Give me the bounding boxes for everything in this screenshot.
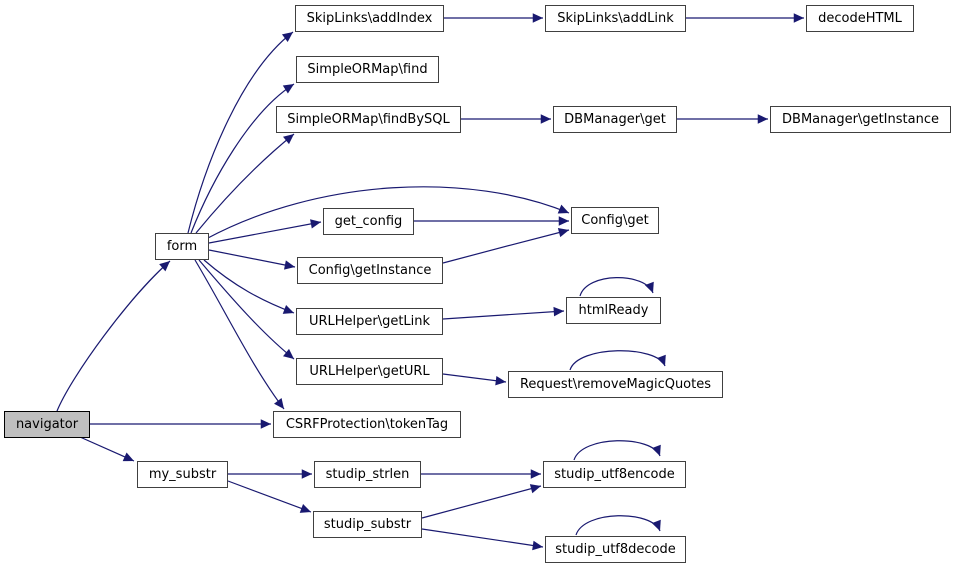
edge-my_substr-to-studip_substr [227, 480, 312, 513]
edge-studip_substr-to-studip_utf8decode [421, 528, 544, 551]
node-studip-strlen[interactable]: studip_strlen [314, 461, 421, 488]
node-label: DBManager\getInstance [782, 112, 939, 127]
node-label: Config\getInstance [308, 263, 432, 278]
node-studip-substr[interactable]: studip_substr [313, 511, 422, 538]
node-label: CSRFProtection\tokenTag [285, 417, 449, 432]
edge-form-to-csrfprotection_tokentag [194, 259, 285, 410]
node-htmlready[interactable]: htmlReady [566, 297, 661, 324]
edge-request_removemagicquotes-to-request_removemagicquotes [569, 350, 666, 371]
node-simpleormap-find[interactable]: SimpleORMap\find [296, 56, 439, 83]
node-label: get_config [334, 214, 403, 229]
node-label: decodeHTML [818, 11, 902, 26]
node-navigator[interactable]: navigator [4, 411, 90, 438]
node-label: navigator [15, 417, 79, 432]
node-label: DBManager\get [564, 112, 666, 127]
node-get-config[interactable]: get_config [323, 208, 414, 235]
node-label: URLHelper\getLink [308, 314, 431, 329]
node-studip-utf8decode[interactable]: studip_utf8decode [545, 536, 686, 563]
edge-studip_utf8decode-to-studip_utf8decode [575, 515, 661, 536]
edge-form-to-urlhelper_getlink [203, 259, 295, 314]
node-label: SkipLinks\addIndex [306, 11, 433, 26]
node-label: SimpleORMap\find [307, 62, 428, 77]
edge-navigator-to-form [56, 260, 171, 412]
node-config-getinstance[interactable]: Config\getInstance [297, 257, 443, 284]
node-urlhelper-getlink[interactable]: URLHelper\getLink [296, 308, 443, 335]
node-label: form [166, 239, 198, 254]
edge-config_getinstance-to-config_get [442, 227, 570, 264]
node-dbmanager-getinstance[interactable]: DBManager\getInstance [770, 106, 951, 133]
edge-urlhelper_geturl-to-request_removemagicquotes [442, 373, 507, 386]
node-skiplinks-addlink[interactable]: SkipLinks\addLink [545, 5, 686, 32]
node-label: studip_utf8decode [555, 542, 676, 557]
node-label: Config\get [581, 213, 649, 228]
node-form[interactable]: form [155, 233, 209, 260]
node-label: studip_strlen [325, 467, 410, 482]
edge-form-to-urlhelper_geturl [198, 259, 295, 360]
node-csrfprotection-tokentag[interactable]: CSRFProtection\tokenTag [273, 411, 461, 438]
edge-form-to-get_config [208, 219, 322, 244]
node-my-substr[interactable]: my_substr [137, 461, 228, 488]
node-label: SimpleORMap\findBySQL [287, 112, 450, 127]
node-simpleormap-findbysql[interactable]: SimpleORMap\findBySQL [276, 106, 461, 133]
node-decodehtml[interactable]: decodeHTML [806, 5, 914, 32]
edge-studip_substr-to-studip_utf8encode [421, 484, 542, 519]
node-studip-utf8encode[interactable]: studip_utf8encode [543, 461, 686, 488]
node-urlhelper-geturl[interactable]: URLHelper\getURL [296, 358, 443, 385]
node-config-get[interactable]: Config\get [571, 207, 659, 234]
node-skiplinks-addindex[interactable]: SkipLinks\addIndex [295, 5, 444, 32]
edge-form-to-simpleormap_findbysql [195, 133, 295, 234]
node-label: htmlReady [578, 303, 649, 318]
node-label: my_substr [148, 467, 217, 482]
edge-htmlready-to-htmlready [579, 277, 654, 297]
edge-studip_utf8encode-to-studip_utf8encode [573, 440, 661, 461]
node-label: studip_utf8encode [554, 467, 675, 482]
edge-navigator-to-my_substr [79, 436, 135, 462]
edge-form-to-config_getinstance [208, 249, 296, 270]
node-label: SkipLinks\addLink [557, 11, 674, 26]
node-label: Request\removeMagicQuotes [519, 377, 712, 392]
node-request-removemagicquotes[interactable]: Request\removeMagicQuotes [508, 371, 723, 398]
node-label: URLHelper\getURL [309, 364, 430, 379]
edge-urlhelper_getlink-to-htmlready [442, 306, 565, 320]
node-label: studip_substr [323, 517, 412, 532]
node-dbmanager-get[interactable]: DBManager\get [553, 106, 677, 133]
